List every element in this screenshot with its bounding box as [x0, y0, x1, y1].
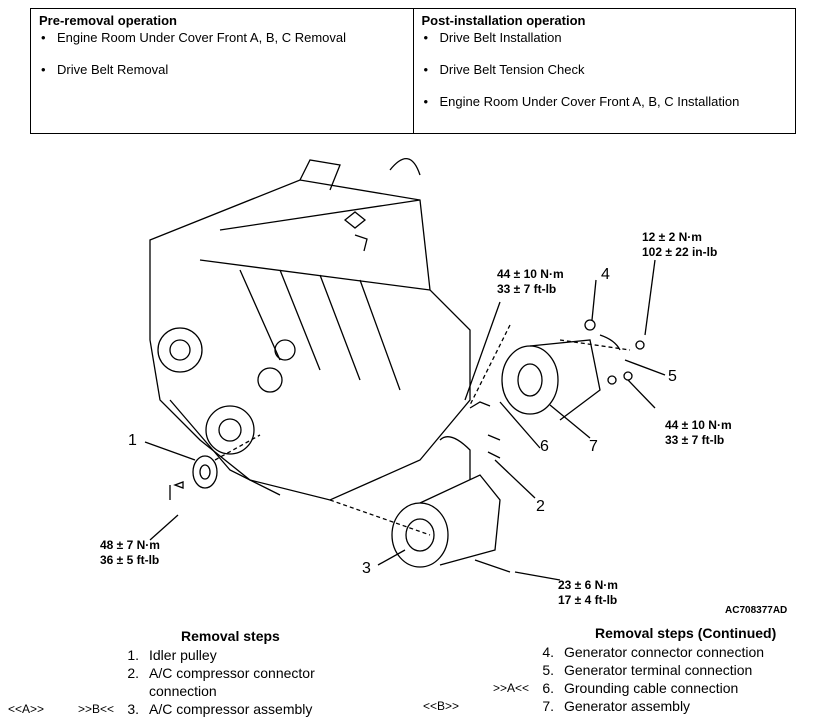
step-number: 2.	[127, 665, 139, 681]
step-text: Generator assembly	[564, 698, 691, 714]
torque-label-t5: 23 ± 6 N·m 17 ± 4 ft-lb	[558, 578, 618, 608]
torque-value: 33 ± 7 ft-lb	[665, 433, 725, 447]
steps-title-right: Removal steps (Continued)	[595, 625, 777, 641]
pre-removal-item: Engine Room Under Cover Front A, B, C Re…	[39, 30, 405, 46]
pre-removal-item: Drive Belt Removal	[39, 62, 405, 78]
step-item: 2. A/C compressor connector	[117, 664, 315, 682]
torque-value: 33 ± 7 ft-lb	[497, 282, 557, 296]
post-installation-column: Post-installation operation Drive Belt I…	[412, 9, 796, 133]
procedure-mark-c: >>A<<	[493, 681, 530, 695]
step-item: connection	[117, 682, 217, 700]
torque-value: 102 ± 22 in-lb	[642, 245, 718, 259]
torque-value: 44 ± 10 N·m	[497, 267, 564, 281]
pre-removal-title: Pre-removal operation	[39, 13, 177, 28]
step-item: 3. A/C compressor assembly	[117, 700, 312, 718]
callout-4: 4	[601, 266, 610, 283]
leader-lines	[144, 259, 666, 581]
step-number: 6.	[542, 680, 554, 696]
idler-pulley-drawing	[169, 455, 218, 500]
pre-removal-column: Pre-removal operation Engine Room Under …	[31, 9, 413, 133]
torque-value: 36 ± 5 ft-lb	[100, 553, 160, 567]
alignment-lines	[214, 324, 631, 536]
operations-table: Pre-removal operation Engine Room Under …	[30, 8, 796, 134]
engine-block-drawing	[149, 158, 471, 501]
step-item: 5. Generator terminal connection	[532, 661, 752, 679]
callout-6: 6	[540, 438, 549, 455]
engine-diagram: 12 ± 2 N·m 102 ± 22 in-lb 44 ± 10 N·m 33…	[0, 140, 822, 620]
torque-value: 44 ± 10 N·m	[665, 418, 732, 432]
step-item: 4. Generator connector connection	[532, 643, 764, 661]
callout-7: 7	[589, 438, 598, 455]
procedure-mark-a: <<A>>	[8, 702, 45, 716]
compressor-drawing	[391, 436, 511, 573]
steps-title-left: Removal steps	[181, 628, 280, 644]
post-installation-item: Engine Room Under Cover Front A, B, C In…	[422, 94, 788, 110]
torque-label-t1: 12 ± 2 N·m 102 ± 22 in-lb	[642, 230, 717, 260]
step-item: 6. Grounding cable connection	[532, 679, 738, 697]
post-installation-item: Drive Belt Tension Check	[422, 62, 788, 78]
step-number: 7.	[542, 698, 554, 714]
step-number: 3.	[127, 701, 139, 717]
step-text: Idler pulley	[149, 647, 217, 663]
torque-value: 17 ± 4 ft-lb	[558, 593, 618, 607]
callout-2: 2	[536, 498, 545, 515]
torque-value: 48 ± 7 N·m	[100, 538, 160, 552]
step-item: 7. Generator assembly	[532, 697, 690, 715]
step-text: A/C compressor connector	[149, 665, 315, 681]
torque-label-t4: 48 ± 7 N·m 36 ± 5 ft-lb	[100, 538, 160, 568]
torque-label-t2: 44 ± 10 N·m 33 ± 7 ft-lb	[497, 267, 564, 297]
post-installation-item: Drive Belt Installation	[422, 30, 788, 46]
torque-value: 12 ± 2 N·m	[642, 230, 702, 244]
step-text: connection	[149, 683, 217, 699]
step-text: Generator connector connection	[564, 644, 765, 660]
step-text: A/C compressor assembly	[149, 701, 313, 717]
step-number: 4.	[542, 644, 554, 660]
procedure-mark-b: >>B<<	[78, 702, 115, 716]
step-number: 5.	[542, 662, 554, 678]
procedure-mark-d: <<B>>	[423, 699, 460, 713]
step-text: Generator terminal connection	[564, 662, 753, 678]
engine-illustration	[144, 158, 666, 581]
torque-value: 23 ± 6 N·m	[558, 578, 618, 592]
callout-5: 5	[668, 368, 677, 385]
step-item: 1. Idler pulley	[117, 646, 217, 664]
torque-label-t3: 44 ± 10 N·m 33 ± 7 ft-lb	[665, 418, 732, 448]
post-installation-title: Post-installation operation	[421, 13, 586, 28]
callout-3: 3	[362, 560, 371, 577]
step-number: 1.	[127, 647, 139, 663]
callout-1: 1	[128, 432, 137, 449]
figure-code: AC708377AD	[725, 605, 788, 616]
step-text: Grounding cable connection	[564, 680, 739, 696]
generator-drawing	[469, 319, 645, 459]
